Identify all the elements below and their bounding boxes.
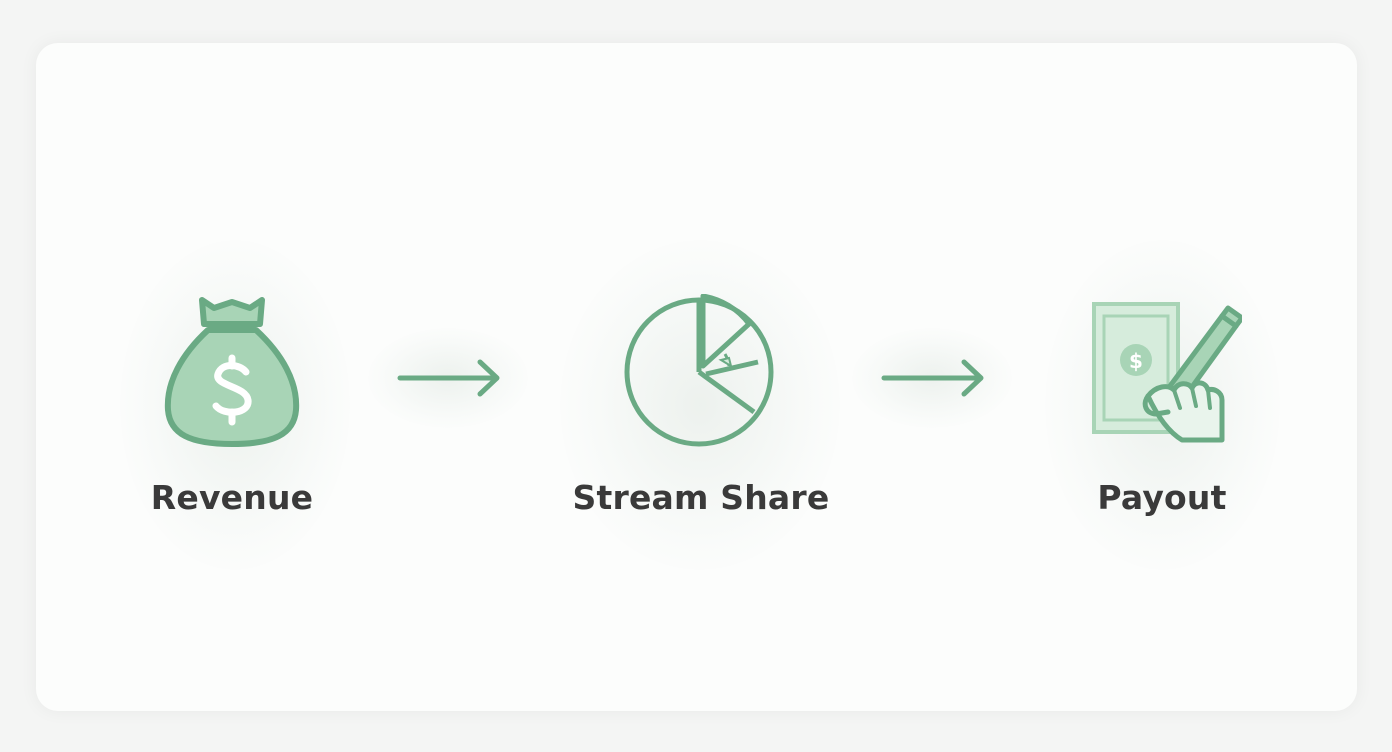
svg-text:$: $ [1129,349,1143,373]
check-signing-icon: $ [1092,302,1242,443]
stream-share-halo [560,240,840,570]
payout-label: Payout [1097,478,1227,517]
step-revenue: Revenue [72,290,392,530]
step-stream-share: Stream Share [541,290,861,530]
stream-share-label: Stream Share [572,478,830,517]
revenue-label: Revenue [150,478,314,517]
money-bag-icon [164,297,300,447]
arrow-right-icon [397,359,500,397]
arrow-right-icon [881,359,984,397]
pie-chart-icon [624,294,774,447]
step-payout: $ Payout [1002,290,1322,530]
